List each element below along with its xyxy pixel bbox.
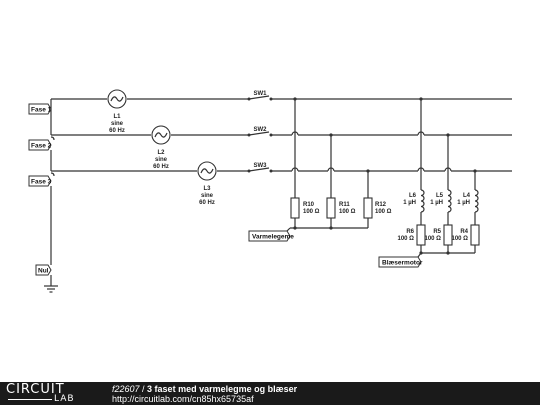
logo-circuit-line: [8, 399, 52, 400]
resistor-r5-name: R5: [433, 229, 441, 235]
inductor-l5-name: L5: [436, 193, 444, 199]
bus-tag-fase-1-label: Fase 1: [31, 107, 52, 114]
source-l1[interactable]: L1 sine 60 Hz: [107, 89, 127, 134]
resistor-r10[interactable]: R10 100 Ω: [290, 197, 320, 219]
source-l2[interactable]: L2 sine 60 Hz: [151, 125, 171, 170]
resistor-r12-value: 100 Ω: [375, 209, 392, 215]
net-label-varmelegeme-text: Varmelegeme: [252, 234, 294, 241]
resistor-r10-value: 100 Ω: [303, 209, 320, 215]
resistor-r4-value: 100 Ω: [452, 236, 469, 242]
resistor-r11-value: 100 Ω: [339, 209, 356, 215]
bus-tag-fase-3-label: Fase 3: [31, 179, 52, 186]
inductor-l5[interactable]: L5 1 µH: [430, 189, 452, 213]
source-l2-freq: 60 Hz: [153, 164, 169, 170]
phase-2-wire: [51, 131, 512, 136]
title-separator: /: [139, 384, 148, 394]
source-l1-name: L1: [113, 114, 121, 120]
inductor-l6-value: 1 µH: [403, 200, 416, 206]
switch-sw3[interactable]: SW3: [247, 163, 273, 173]
bus-tag-fase-3[interactable]: Fase 3: [28, 175, 52, 187]
bus-tag-nul-label: Nul: [38, 268, 49, 275]
source-l3-wave: sine: [201, 193, 214, 199]
source-l3[interactable]: L3 sine 60 Hz: [197, 161, 217, 206]
source-l1-wave: sine: [111, 121, 124, 127]
switch-sw2-label: SW2: [253, 127, 267, 133]
net-label-varmelegeme[interactable]: Varmelegeme: [248, 227, 294, 242]
resistor-r12-name: R12: [375, 202, 387, 208]
left-bus-wires: [50, 99, 55, 286]
phase-3-wire: [51, 167, 512, 172]
circuitlab-logo[interactable]: CIRCUIT LAB: [6, 383, 98, 404]
resistor-r6-value: 100 Ω: [398, 236, 415, 242]
net-label-blaesermotor[interactable]: Blæsermotor: [378, 252, 423, 268]
switch-sw3-label: SW3: [253, 163, 267, 169]
inductor-l6[interactable]: L6 1 µH: [403, 189, 425, 213]
inductor-l4-name: L4: [463, 193, 471, 199]
resistor-r4-name: R4: [460, 229, 468, 235]
sine-icon: [154, 132, 168, 138]
inductor-l5-value: 1 µH: [430, 200, 443, 206]
heater-wiring: [290, 97, 370, 230]
resistor-r12[interactable]: R12 100 Ω: [363, 197, 392, 219]
sine-icon: [110, 96, 124, 102]
resistor-r11[interactable]: R11 100 Ω: [326, 197, 356, 219]
source-l3-name: L3: [203, 186, 211, 192]
source-l1-freq: 60 Hz: [109, 128, 125, 134]
source-l2-name: L2: [157, 150, 165, 156]
sine-icon: [200, 168, 214, 174]
ground-symbol: [44, 285, 58, 293]
bus-tag-fase-1[interactable]: Fase 1: [28, 103, 52, 115]
inductor-l4-value: 1 µH: [457, 200, 470, 206]
source-l2-wave: sine: [155, 157, 168, 163]
source-l3-freq: 60 Hz: [199, 200, 215, 206]
footer-bar: CIRCUIT LAB f22607 / 3 faset med varmele…: [0, 382, 540, 405]
resistor-r6[interactable]: R6 100 Ω: [398, 224, 426, 246]
logo-text-top: CIRCUIT: [6, 382, 65, 397]
motor-wiring: [419, 97, 477, 255]
circuit-title: 3 faset med varmelegme og blæser: [147, 384, 298, 394]
logo-text-bottom: LAB: [54, 394, 75, 404]
switch-sw2[interactable]: SW2: [247, 127, 273, 137]
switch-sw1-label: SW1: [253, 91, 267, 97]
resistor-r6-name: R6: [406, 229, 414, 235]
footer-title: f22607 / 3 faset med varmelegme og blæse…: [112, 384, 297, 394]
net-label-blaesermotor-text: Blæsermotor: [382, 260, 423, 267]
resistor-r4[interactable]: R4 100 Ω: [452, 224, 480, 246]
inductor-l6-name: L6: [409, 193, 417, 199]
inductor-l4[interactable]: L4 1 µH: [457, 189, 479, 213]
bus-tag-fase-2[interactable]: Fase 2: [28, 139, 52, 151]
resistor-r5-value: 100 Ω: [425, 236, 442, 242]
bus-tag-nul[interactable]: Nul: [35, 264, 52, 276]
circuit-id: f22607: [112, 384, 140, 394]
resistor-r5[interactable]: R5 100 Ω: [425, 224, 453, 246]
switch-sw1[interactable]: SW1: [247, 91, 273, 101]
resistor-r11-name: R11: [339, 202, 350, 208]
resistor-r10-name: R10: [303, 202, 315, 208]
circuit-url-link[interactable]: http://circuitlab.com/cn85hx65735af: [112, 394, 254, 404]
bus-tag-fase-2-label: Fase 2: [31, 143, 52, 150]
